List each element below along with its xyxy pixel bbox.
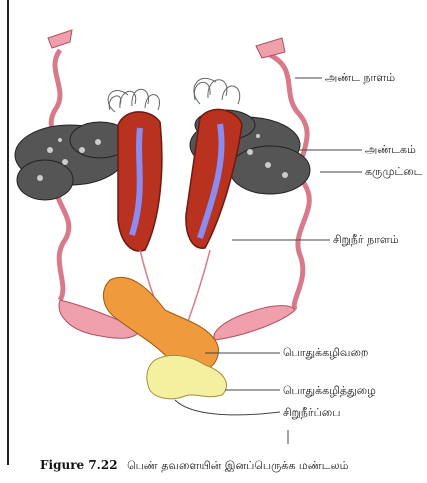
right-fat-body [194, 78, 240, 104]
right-ureter [185, 250, 210, 330]
left-fat-body [108, 89, 159, 112]
label-oviduct: அண்ட நாளம் [325, 71, 395, 84]
left-ostium [48, 30, 72, 48]
label-urinary-bladder: சிறுநீர்ப்பை [283, 406, 340, 419]
right-ovisac [214, 306, 295, 340]
figure-caption: Figure 7.22 பெண் தவளையின் இனப்பெருக்க மண… [40, 458, 348, 474]
label-ovary: அண்டகம் [365, 143, 416, 156]
figure-title: பெண் தவளையின் இனப்பெருக்க மண்டலம் [127, 459, 348, 472]
label-cloacal-aperture: பொதுக்கழித்துழை [283, 384, 376, 397]
label-ureter: சிறுநீர் நாளம் [333, 233, 399, 246]
left-kidney [118, 112, 162, 251]
right-ostium [256, 38, 285, 58]
figure-number: Figure 7.22 [40, 458, 118, 472]
left-ovary [15, 122, 130, 200]
label-fat-body: கருமுட்டை [365, 165, 422, 178]
label-cloaca: பொதுக்கழிவறை [283, 346, 368, 359]
